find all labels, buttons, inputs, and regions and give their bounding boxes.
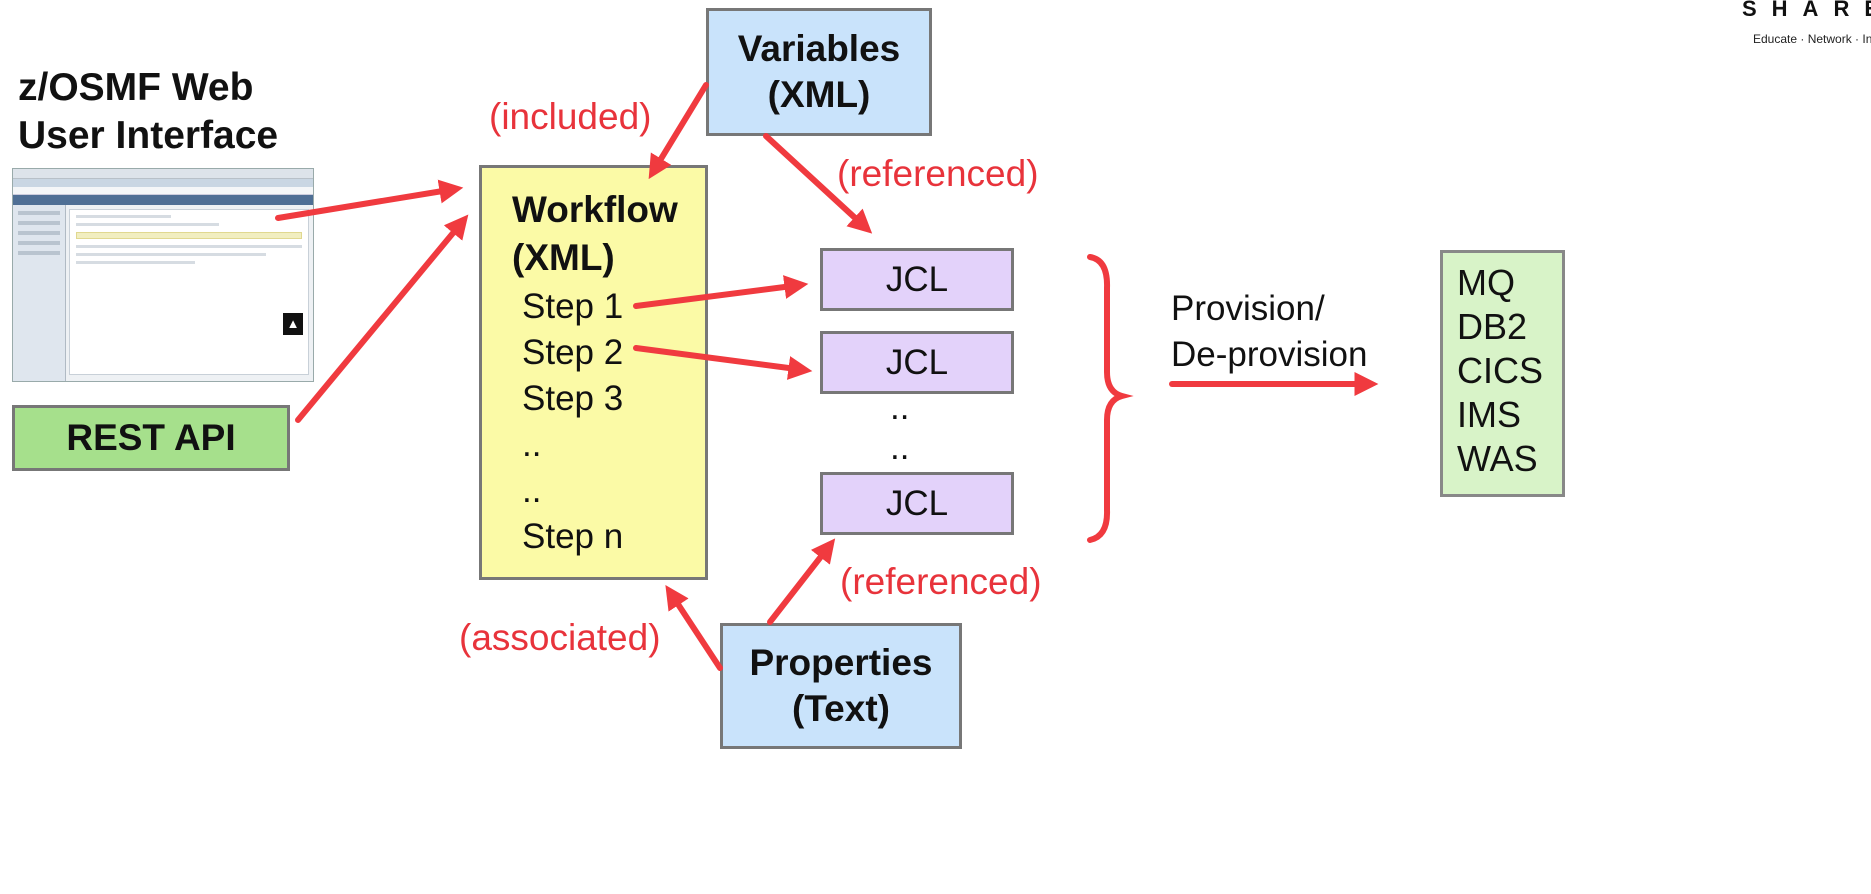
workflow-title: Workflow (XML) [512, 186, 678, 282]
properties-line1: Properties [749, 642, 933, 683]
jcl-box: JCL [820, 331, 1014, 394]
workflow-xml-box: Workflow (XML) Step 1 Step 2 Step 3 .. .… [479, 165, 708, 580]
jcl-box: JCL [820, 472, 1014, 535]
provision-line1: Provision/ [1171, 289, 1325, 328]
services-box: MQ DB2 CICS IMS WAS [1440, 250, 1565, 497]
workflow-step: Step 3 [522, 379, 624, 418]
workflow-step: .. [522, 425, 542, 464]
service-item: IMS [1457, 394, 1522, 435]
referenced-top-label: (referenced) [837, 153, 1039, 194]
workflow-step: .. [522, 471, 542, 510]
workflow-line1: Workflow [512, 189, 678, 230]
properties-text-box: Properties (Text) [720, 623, 962, 749]
provision-label: Provision/ De-provision [1171, 286, 1367, 378]
jcl-box: JCL [820, 248, 1014, 311]
variables-xml-box: Variables (XML) [706, 8, 932, 136]
jcl-ellipsis: .. [890, 388, 910, 427]
zosmf-title-line2: User Interface [18, 114, 279, 157]
variables-line1: Variables [737, 28, 901, 69]
variables-line2: (XML) [767, 74, 871, 115]
workflow-step: Step 1 [522, 287, 624, 326]
associated-label: (associated) [459, 617, 661, 658]
jcl-group-brace [1087, 254, 1134, 543]
zosmf-ui-screenshot-thumbnail: ▲ [12, 168, 314, 382]
service-item: DB2 [1457, 306, 1528, 347]
share-tagline: Educate · Network · Influence [1753, 32, 1871, 46]
service-item: MQ [1457, 262, 1515, 303]
referenced-bottom-label: (referenced) [840, 561, 1042, 602]
arrow-properties-to-workflow [665, 584, 723, 671]
provision-line2: De-provision [1171, 335, 1368, 374]
lock-icon: ▲ [283, 313, 303, 335]
service-item: WAS [1457, 438, 1538, 479]
workflow-steps: Step 1 Step 2 Step 3 .. .. Step n [522, 284, 623, 560]
zosmf-web-ui-title: z/OSMF Web User Interface [18, 64, 278, 160]
workflow-line2: (XML) [512, 237, 615, 278]
arrow-rest-to-workflow [295, 214, 469, 423]
properties-line2: (Text) [792, 688, 890, 729]
rest-api-box: REST API [12, 405, 290, 471]
included-label: (included) [489, 96, 652, 137]
workflow-step: Step n [522, 517, 624, 556]
arrow-variables-to-workflow [648, 82, 709, 180]
zosmf-title-line1: z/OSMF Web [18, 66, 254, 109]
service-item: CICS [1457, 350, 1544, 391]
workflow-step: Step 2 [522, 333, 624, 372]
arrow-properties-to-jcl [767, 538, 836, 625]
jcl-ellipsis: .. [890, 428, 910, 467]
